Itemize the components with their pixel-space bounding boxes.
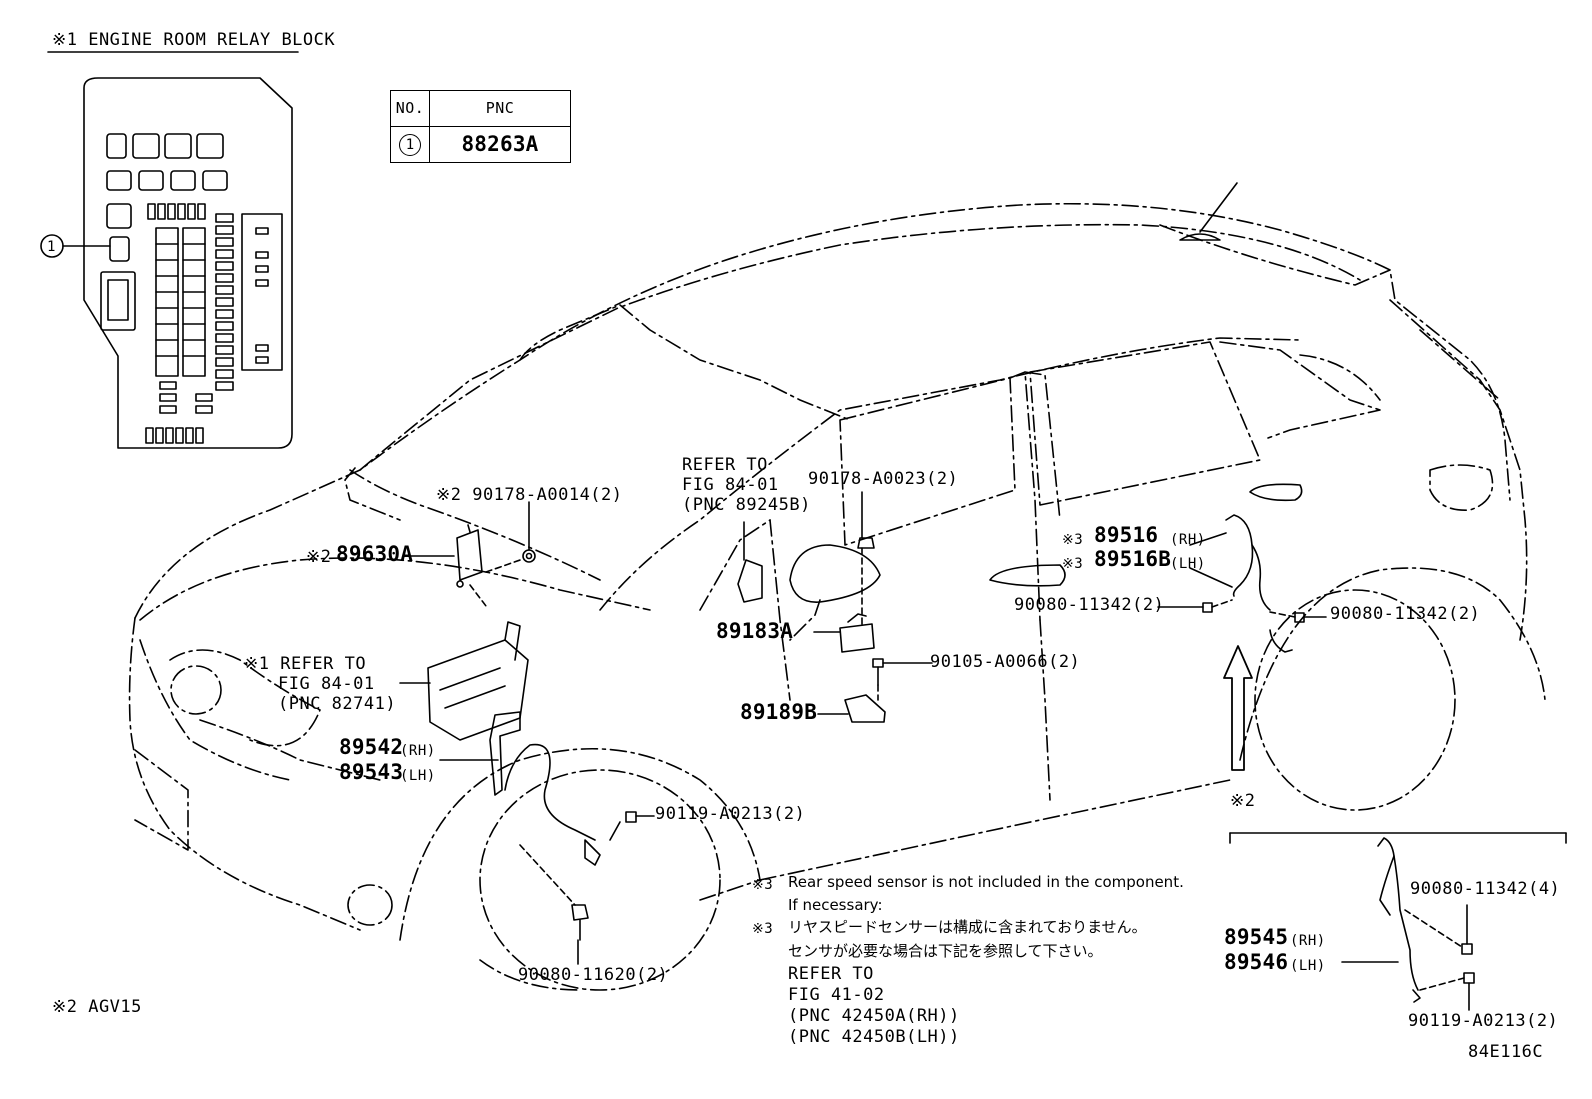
label-89189b: 89189B	[740, 700, 818, 724]
part-89189b-bracket	[844, 694, 886, 723]
label-90080-11342-right: 90080-11342(2)	[1330, 604, 1481, 624]
label-89546: 89546	[1224, 950, 1289, 974]
label-refer-relay-3: (PNC 82741)	[278, 694, 397, 714]
label-89630a: 89630A	[336, 542, 414, 566]
label-89516: 89516	[1094, 523, 1159, 547]
relay-88263a	[109, 236, 130, 262]
relay-callout-number: 1	[47, 239, 56, 255]
label-90105-a0066: 90105-A0066(2)	[930, 652, 1081, 672]
part-90080-11620-bolt	[571, 904, 589, 941]
label-refer-mid-2: FIG 84-01	[682, 475, 779, 495]
label-89630a-mark: ※2	[306, 547, 332, 567]
part-90105-a0066-bolt	[872, 658, 884, 686]
pnc-table-row-pnc: 88263A	[429, 126, 571, 163]
label-90080-11620: 90080-11620(2)	[518, 965, 669, 985]
inset-mark: ※2	[1230, 791, 1256, 811]
part-89183a-sensor	[839, 613, 875, 653]
label-inset-90119-a0213: 90119-A0213(2)	[1408, 1011, 1559, 1031]
relay-block-title: ※1 ENGINE ROOM RELAY BLOCK	[52, 30, 336, 50]
pnc-table-row-no: 1	[390, 126, 430, 163]
part-89630a-ecu	[456, 524, 483, 588]
label-89516-side: (RH)	[1170, 532, 1206, 548]
label-90178-a0023: 90178-A0023(2)	[808, 469, 959, 489]
label-89516b-side: (LH)	[1170, 556, 1206, 572]
part-bracket-89245b	[737, 559, 763, 603]
label-refer-relay-2: FIG 84-01	[278, 674, 375, 694]
pnc-row-callout: 1	[399, 133, 421, 156]
note-jp-line2: センサが必要な場合は下記を参照して下さい。	[788, 942, 1103, 960]
label-90080-11342-left: 90080-11342(2)	[1014, 595, 1165, 615]
label-89546-side: (LH)	[1290, 958, 1326, 974]
label-89516b-mark: ※3	[1062, 556, 1084, 572]
part-90119-a0213-bolt-front	[609, 811, 637, 841]
note-refer-2: FIG 41-02	[788, 985, 885, 1005]
footnote-agv15: ※2 AGV15	[52, 997, 142, 1017]
label-89543-side: (LH)	[400, 768, 436, 784]
note-jp-mark: ※3	[752, 921, 774, 937]
figure-code: 84E116C	[1468, 1042, 1544, 1062]
note-jp-line1: リヤスピードセンサーは構成に含まれておりません。	[788, 918, 1147, 936]
label-refer-mid-3: (PNC 89245B)	[682, 495, 811, 515]
note-en-line1: Rear speed sensor is not included in the…	[788, 873, 1184, 891]
note-refer-4: (PNC 42450B(LH))	[788, 1027, 960, 1047]
label-refer-relay-1: ※1 REFER TO	[244, 654, 367, 674]
label-90178-a0014: ※2 90178-A0014(2)	[436, 485, 623, 505]
note-en-mark: ※3	[752, 877, 774, 893]
pnc-table-header-no: NO.	[390, 90, 430, 127]
arrow-up	[1223, 645, 1253, 771]
label-89516-mark: ※3	[1062, 532, 1084, 548]
relay-block-outline	[83, 77, 293, 449]
label-90119-a0213-front: 90119-A0213(2)	[655, 804, 806, 824]
note-en-line2: If necessary:	[788, 896, 883, 914]
label-89516b: 89516B	[1094, 547, 1172, 571]
label-89545-side: (RH)	[1290, 933, 1326, 949]
leader-lines	[399, 491, 1567, 1011]
part-front-speed-sensor	[489, 711, 601, 866]
part-90178-a0014-nut	[522, 549, 536, 563]
label-89545: 89545	[1224, 925, 1289, 949]
label-89542-side: (RH)	[400, 743, 436, 759]
note-refer-3: (PNC 42450A(RH))	[788, 1006, 960, 1026]
label-89543: 89543	[339, 760, 404, 784]
label-89542: 89542	[339, 735, 404, 759]
part-relay-bracket-82741	[427, 621, 529, 741]
pnc-table: NO. PNC 1 88263A	[390, 90, 571, 163]
vehicle-outline	[128, 182, 1546, 991]
part-89545-sensor	[1377, 837, 1475, 1003]
pnc-table-header-pnc: PNC	[429, 90, 571, 127]
label-refer-mid-1: REFER TO	[682, 455, 768, 475]
part-90178-a0023-nut	[857, 537, 875, 549]
note-refer-1: REFER TO	[788, 964, 874, 984]
label-89183a: 89183A	[716, 619, 794, 643]
label-inset-90080-11342: 90080-11342(4)	[1410, 879, 1561, 899]
